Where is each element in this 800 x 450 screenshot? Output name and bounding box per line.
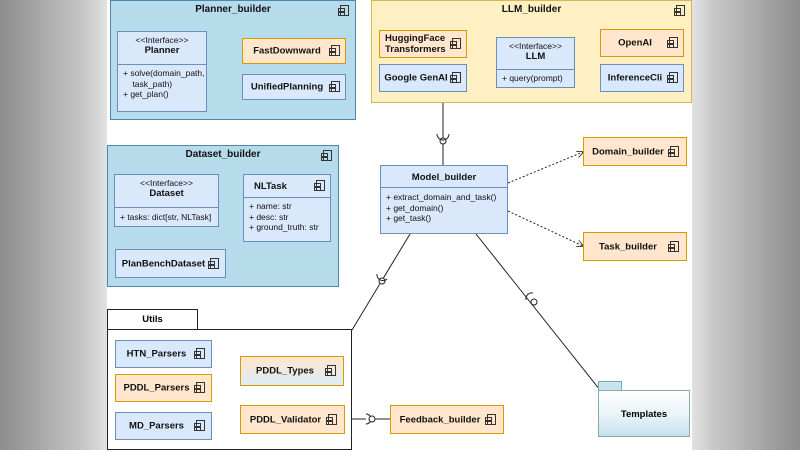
llm-builder-title: LLM_builder	[501, 4, 562, 15]
pddl-validator-label: PDDL_Validator	[249, 414, 322, 425]
component-icon	[329, 45, 340, 56]
dataset-stereotype: <<Interface>>	[140, 178, 193, 188]
dataset-name: Dataset	[149, 188, 184, 199]
pddl-parsers-component: PDDL_Parsers	[115, 374, 212, 402]
fastdownward-label: FastDownward	[253, 45, 321, 57]
utils-tab: Utils	[107, 309, 198, 330]
component-icon	[667, 72, 678, 83]
model-builder-name: Model_builder	[411, 172, 477, 183]
task-builder-label: Task_builder	[599, 241, 657, 252]
component-icon	[485, 414, 496, 425]
templates-label: Templates	[620, 409, 668, 420]
background-right	[692, 0, 800, 450]
domain-builder-label: Domain_builder	[592, 146, 664, 157]
planner-operations: + solve(domain_path, task_path) + get_pl…	[123, 68, 205, 99]
planner-stereotype: <<Interface>>	[135, 35, 189, 45]
component-icon	[194, 420, 205, 431]
huggingface-label: HuggingFace Transformers	[385, 33, 446, 55]
component-icon	[326, 414, 337, 425]
dataset-operations: + tasks: dict[str, NLTask]	[120, 212, 212, 222]
md-parsers-component: MD_Parsers	[115, 412, 212, 440]
unifiedplanning-component: UnifiedPlanning	[242, 74, 346, 100]
llm-name: LLM	[525, 51, 546, 62]
dataset-builder-title: Dataset_builder	[185, 149, 261, 160]
component-icon	[450, 38, 461, 49]
templates-folder: Templates	[598, 390, 690, 437]
pddl-types-component: PDDL_Types	[240, 356, 344, 386]
dataset-interface: <<Interface>> Dataset + tasks: dict[str,…	[114, 174, 219, 227]
model-to-task-dep	[507, 210, 583, 246]
htn-parsers-label: HTN_Parsers	[126, 348, 187, 360]
inferencecli-label: InferenceCli	[607, 72, 663, 84]
component-icon	[450, 72, 461, 83]
pddl-types-label: PDDL_Types	[256, 365, 314, 377]
planner-interface: <<Interface>> Planner + solve(domain_pat…	[117, 31, 207, 112]
component-icon	[314, 180, 325, 191]
component-icon	[667, 37, 678, 48]
fastdownward-component: FastDownward	[242, 38, 346, 64]
component-icon	[325, 365, 336, 376]
htn-parsers-component: HTN_Parsers	[115, 340, 212, 368]
component-icon	[329, 81, 340, 92]
component-icon	[338, 5, 349, 16]
planbench-component: PlanBenchDataset	[115, 249, 226, 278]
feedback-builder-component: Feedback_builder	[390, 405, 504, 434]
openai-component: OpenAI	[600, 29, 684, 57]
nltask-attributes: + name: str + desc: str + ground_truth: …	[249, 201, 319, 232]
component-icon	[194, 382, 205, 393]
domain-builder-component: Domain_builder	[583, 137, 687, 166]
model-builder-class: Model_builder + extract_domain_and_task(…	[380, 165, 508, 234]
component-icon	[194, 348, 205, 359]
model-to-domain-dep	[507, 152, 583, 184]
llm-interface: <<Interface>> LLM + query(prompt)	[496, 37, 575, 88]
llm-operations: + query(prompt)	[502, 73, 563, 83]
component-icon	[208, 258, 219, 269]
inferencecli-component: InferenceCli	[600, 64, 684, 92]
component-icon	[668, 241, 679, 252]
nltask-class: NLTask + name: str + desc: str + ground_…	[243, 174, 331, 242]
pddl-validator-component: PDDL_Validator	[240, 405, 345, 434]
background-left	[0, 0, 107, 450]
openai-label: OpenAI	[618, 37, 652, 49]
planbench-label: PlanBenchDataset	[121, 258, 206, 269]
task-builder-component: Task_builder	[583, 232, 687, 261]
model-builder-operations: + extract_domain_and_task() + get_domain…	[386, 192, 497, 223]
component-icon	[321, 150, 332, 161]
unifiedplanning-label: UnifiedPlanning	[250, 81, 324, 93]
feedback-builder-label: Feedback_builder	[399, 414, 481, 425]
component-icon	[668, 146, 679, 157]
model-to-templates-line	[475, 233, 601, 391]
planner-name: Planner	[144, 45, 180, 56]
nltask-name: NLTask	[254, 181, 287, 192]
component-icon	[674, 5, 685, 16]
huggingface-component: HuggingFace Transformers	[379, 30, 467, 58]
googlegenai-component: Google GenAI	[379, 64, 467, 92]
pddl-parsers-label: PDDL_Parsers	[123, 382, 190, 394]
md-parsers-label: MD_Parsers	[129, 420, 184, 432]
googlegenai-label: Google GenAI	[384, 72, 448, 84]
llm-stereotype: <<Interface>>	[509, 41, 562, 51]
planner-builder-title: Planner_builder	[195, 4, 271, 15]
